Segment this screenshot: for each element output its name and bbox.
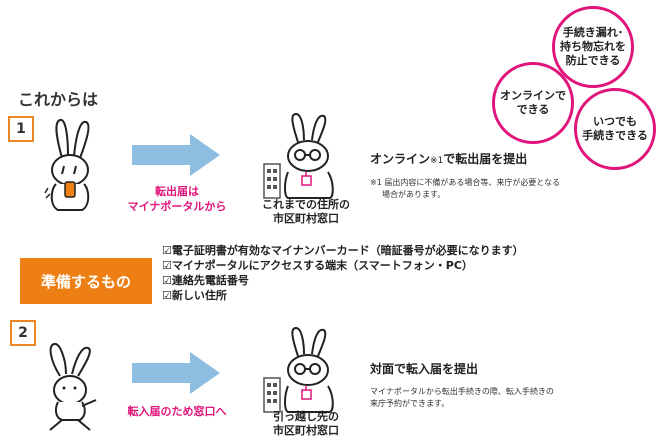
note-line: マイナポータルから転出手続きの際、転入手続きの xyxy=(370,387,554,396)
office-label-line: 市区町村窓口 xyxy=(273,212,339,225)
office-label-line: 引っ越し先の xyxy=(273,410,339,423)
clerk-rabbit-icon xyxy=(263,326,334,413)
benefit-circle-online: オンラインで できる xyxy=(492,62,574,144)
circle-line: いつでも xyxy=(593,115,637,128)
step-number-1: 1 xyxy=(8,116,34,142)
step2-office-label: 引っ越し先の 市区町村窓口 xyxy=(256,410,356,438)
step-number-2: 2 xyxy=(10,320,36,346)
preparation-list: ☑電子証明書が有効なマイナンバーカード（暗証番号が必要になります） ☑マイナポー… xyxy=(162,243,524,303)
page-heading: これからは xyxy=(18,90,99,109)
step2-note: マイナポータルから転出手続きの際、転入手続きの 来庁予約ができます。 xyxy=(370,386,554,410)
step1-office-label: これまでの住所の 市区町村窓口 xyxy=(256,198,356,226)
note-line: ※1 届出内容に不備がある場合等、来庁が必要となる xyxy=(370,178,561,187)
step1-arrow-label: 転出届は マイナポータルから xyxy=(112,184,242,214)
circle-line: 防止できる xyxy=(565,54,621,67)
benefit-circle-forget: 手続き漏れ･ 持ち物忘れを 防止できる xyxy=(552,6,634,88)
walking-rabbit-icon xyxy=(49,342,97,431)
clerk-rabbit-icon xyxy=(263,112,334,199)
circle-line: 手続きできる xyxy=(582,129,648,142)
circle-line: 持ち物忘れを xyxy=(560,40,626,53)
circle-line: できる xyxy=(516,103,550,116)
step2-main-text: 対面で転入届を提出 xyxy=(370,362,479,376)
circle-line: 手続き漏れ･ xyxy=(562,26,624,39)
arrow-right-icon xyxy=(132,134,220,176)
step1-main-text: オンライン※1で転出届を提出 xyxy=(370,150,527,167)
note-line: 場合があります。 xyxy=(382,190,446,199)
rabbit-with-phone-icon xyxy=(44,119,90,211)
note-ref: ※1 xyxy=(430,156,444,166)
preparation-item: ☑連絡先電話番号 xyxy=(162,274,249,287)
office-label-line: 市区町村窓口 xyxy=(273,424,339,437)
preparation-item: ☑電子証明書が有効なマイナンバーカード（暗証番号が必要になります） xyxy=(162,244,524,257)
preparation-label: 準備するもの xyxy=(20,258,152,304)
arrow-right-icon xyxy=(132,352,220,394)
circle-line: オンラインで xyxy=(500,89,566,102)
arrow-label-line: 転出届は xyxy=(155,185,199,198)
preparation-item: ☑マイナポータルにアクセスする端末（スマートフォン・PC） xyxy=(162,259,473,272)
preparation-item: ☑新しい住所 xyxy=(162,289,227,302)
step2-arrow-label: 転入届のため窓口へ xyxy=(127,405,227,418)
step1-note: ※1 届出内容に不備がある場合等、来庁が必要となる 場合があります。 xyxy=(370,177,560,201)
note-line: 来庁予約ができます。 xyxy=(370,399,450,408)
main-prefix: オンライン xyxy=(370,152,431,166)
arrow-label-line: マイナポータルから xyxy=(127,200,227,213)
main-suffix: で転出届を提出 xyxy=(443,152,528,166)
office-label-line: これまでの住所の xyxy=(262,198,350,211)
benefit-circle-anytime: いつでも 手続きできる xyxy=(574,88,656,170)
